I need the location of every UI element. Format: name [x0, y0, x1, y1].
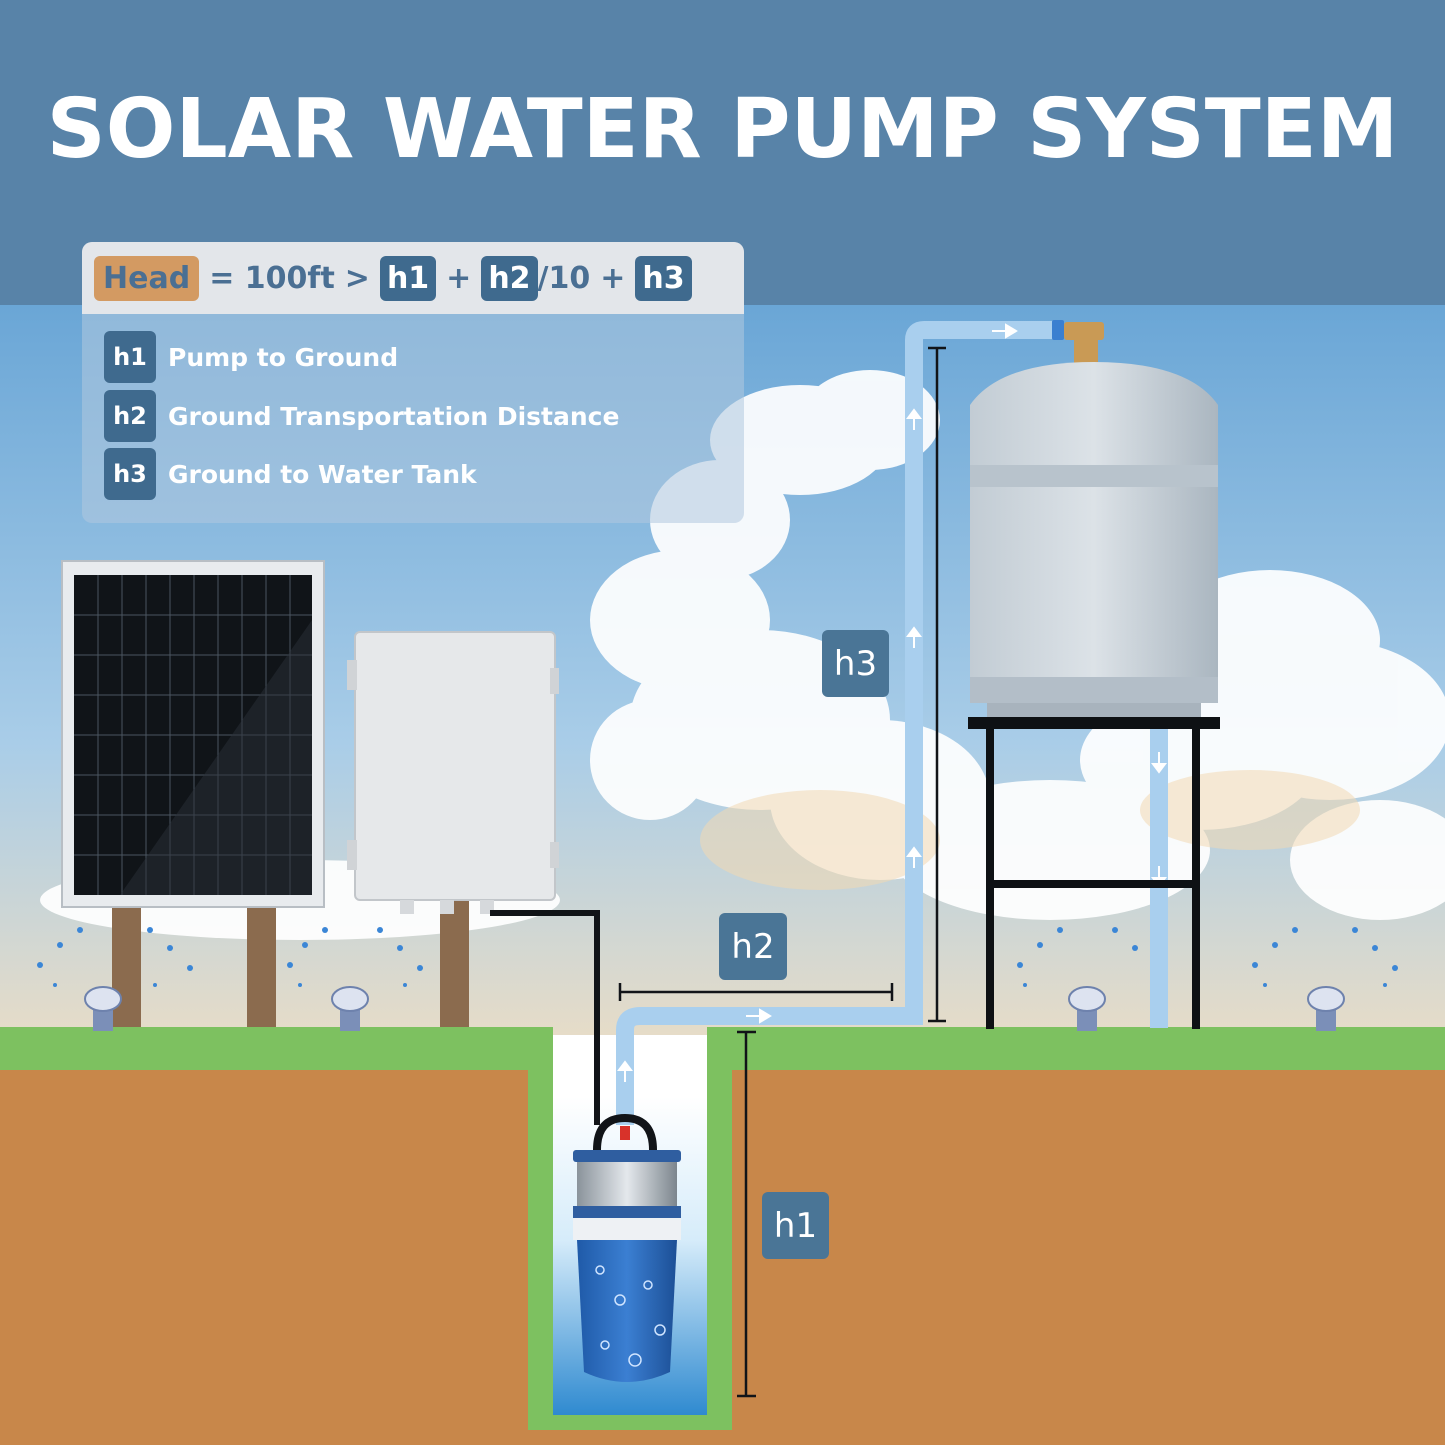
soil-right: [732, 1070, 1445, 1445]
legend-text-h2: Ground Transportation Distance: [168, 401, 620, 431]
water-spray: [37, 927, 1398, 987]
controller-box: [347, 631, 559, 914]
soil-left: [0, 1070, 528, 1445]
soil-bottom: [528, 1430, 732, 1445]
legend-item-h1: h1 Pump to Ground: [104, 331, 398, 383]
legend-item-h2: h2 Ground Transportation Distance: [104, 390, 619, 442]
formula-plus-2: +: [600, 260, 626, 296]
dimension-label-h3: h3: [822, 630, 889, 697]
legend-text-h1: Pump to Ground: [168, 342, 399, 372]
head-tag: Head: [94, 255, 200, 301]
formula-plus-1: +: [446, 260, 472, 296]
tank-inlet-fitting: [1052, 320, 1104, 366]
water-tank: [970, 362, 1218, 717]
sprinklers: [84, 986, 1345, 1031]
legend-item-h3: h3 Ground to Water Tank: [104, 448, 477, 500]
submersible-pump: [573, 1113, 681, 1382]
water-pipe: [616, 321, 1060, 1125]
legend-text-h3: Ground to Water Tank: [168, 459, 477, 489]
formula-card: Head = 100ft > h1 + h2 /10 + h3 h1 Pump …: [82, 242, 744, 523]
formula-gt: >: [344, 260, 370, 296]
formula-h2: h2: [481, 255, 538, 301]
clouds: [40, 370, 1445, 940]
formula-h3: h3: [635, 255, 692, 301]
page-title: SOLAR WATER PUMP SYSTEM: [46, 82, 1399, 177]
grass-strip: [0, 1027, 1445, 1430]
legend-badge-h2: h2: [104, 390, 156, 442]
formula-div: /10: [537, 260, 591, 296]
power-cable: [490, 910, 600, 1125]
solar-panel-group: [61, 560, 469, 1027]
legend-badge-h1: h1: [104, 331, 156, 383]
dimension-label-h1: h1: [762, 1192, 829, 1259]
legend-badge-h3: h3: [104, 448, 156, 500]
formula-h1: h1: [379, 255, 437, 301]
formula-equals: = 100ft: [209, 260, 335, 296]
dimension-label-h2: h2: [719, 913, 787, 980]
head-formula: Head = 100ft > h1 + h2 /10 + h3: [82, 242, 744, 314]
tank-stand: [968, 717, 1220, 1029]
dimension-lines: [618, 346, 946, 1398]
